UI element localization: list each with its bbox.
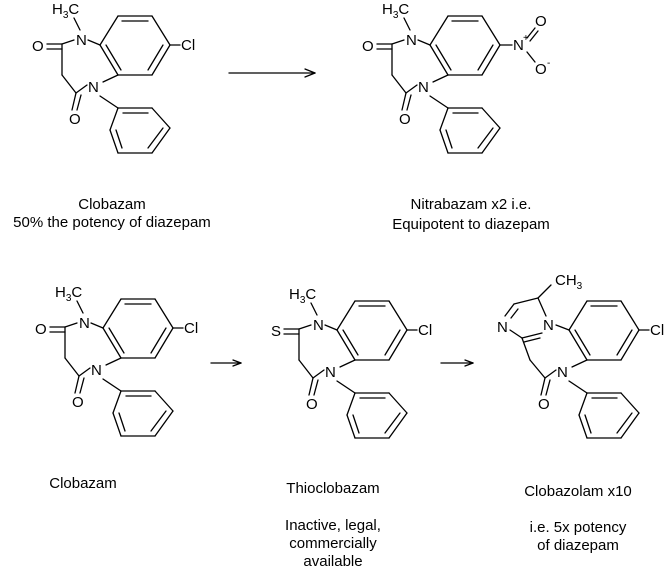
reaction-arrow (440, 359, 474, 367)
oxygen-label: O (72, 394, 84, 411)
caption-thioclobazam-note-2: commercially (289, 535, 377, 552)
nitrogen-label: N (406, 32, 417, 49)
chlorine-label: Cl (650, 322, 664, 339)
ch3-label: CH3 (555, 272, 583, 292)
oxygen-label: O (399, 111, 411, 128)
reaction-arrow (210, 359, 242, 367)
methyl-label: H3C (52, 1, 79, 21)
oxygen-label: O (69, 111, 81, 128)
chlorine-label: Cl (418, 322, 432, 339)
caption-clobazam-note: 50% the potency of diazepam (13, 214, 211, 231)
nitrogen-label: N (497, 319, 508, 336)
nitrogen-label: N (79, 315, 90, 332)
nitrogen-label: N (313, 317, 324, 334)
caption-clobazolam-note-2: of diazepam (537, 537, 619, 554)
oxygen-label: O (306, 396, 318, 413)
chlorine-label: Cl (184, 320, 198, 337)
nitro-plus-charge: + (523, 33, 529, 44)
caption-clobazolam-note-1: i.e. 5x potency (530, 519, 627, 536)
nitro-minus-charge: - (547, 58, 550, 69)
molecule-clobazam-top: Cl N H3C O O N (32, 1, 195, 154)
caption-thioclobazam-note-1: Inactive, legal, (285, 517, 381, 534)
nitrogen-label: N (418, 79, 429, 96)
oxygen-label: O (35, 321, 47, 338)
nitrogen-label: N (91, 362, 102, 379)
caption-clobazolam: Clobazolam x10 (524, 483, 632, 500)
nitro-nitrogen-label: N (513, 37, 524, 54)
oxygen-label: O (535, 13, 547, 30)
chlorine-label: Cl (181, 37, 195, 54)
caption-nitrabazam-note: Equipotent to diazepam (392, 216, 550, 233)
caption-thioclobazam: Thioclobazam (286, 480, 379, 497)
oxygen-label: O (538, 396, 550, 413)
molecule-clobazam-bottom: Cl N H3C O O N (35, 284, 198, 437)
methyl-label: H3C (382, 1, 409, 21)
nitrogen-label: N (543, 317, 554, 334)
nitrogen-label: N (325, 364, 336, 381)
oxygen-label: O (535, 61, 547, 78)
oxygen-label: O (32, 38, 44, 55)
nitrogen-label: N (88, 79, 99, 96)
caption-nitrabazam: Nitrabazam x2 i.e. (411, 196, 532, 213)
methyl-label: H3C (289, 286, 316, 306)
molecule-nitrabazam: N + O O - N H3C O O N (362, 1, 550, 154)
nitrogen-label: N (557, 364, 568, 381)
oxygen-label: O (362, 38, 374, 55)
methyl-label: H3C (55, 284, 82, 304)
caption-clobazam-bottom: Clobazam (49, 475, 117, 492)
caption-thioclobazam-note-3: available (303, 553, 362, 570)
caption-clobazam: Clobazam (78, 196, 146, 213)
molecule-clobazolam: Cl N CH3 N O N (497, 272, 664, 439)
nitrogen-label: N (76, 32, 87, 49)
molecule-thioclobazam: Cl N H3C S O N (271, 286, 432, 439)
reaction-arrow (228, 68, 316, 78)
sulfur-label: S (271, 323, 281, 340)
